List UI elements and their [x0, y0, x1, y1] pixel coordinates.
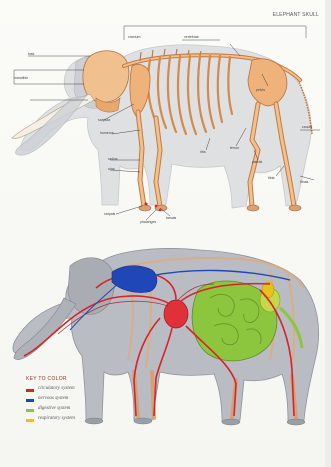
key-label-digestive: digestive system [38, 406, 70, 411]
key-swatch-circulatory [26, 389, 34, 392]
key-label-nervous: nervous system [38, 396, 68, 401]
color-key-title: KEY TO COLOR [26, 376, 67, 382]
key-label-circulatory: circulatory system [38, 386, 75, 391]
key-label-respiratory: respiratory system [38, 416, 75, 421]
key-swatch-digestive [26, 409, 34, 412]
color-key-swatches [26, 389, 34, 422]
organ-feet [85, 418, 305, 425]
key-swatch-nervous [26, 399, 34, 402]
key-swatch-respiratory [26, 419, 34, 422]
